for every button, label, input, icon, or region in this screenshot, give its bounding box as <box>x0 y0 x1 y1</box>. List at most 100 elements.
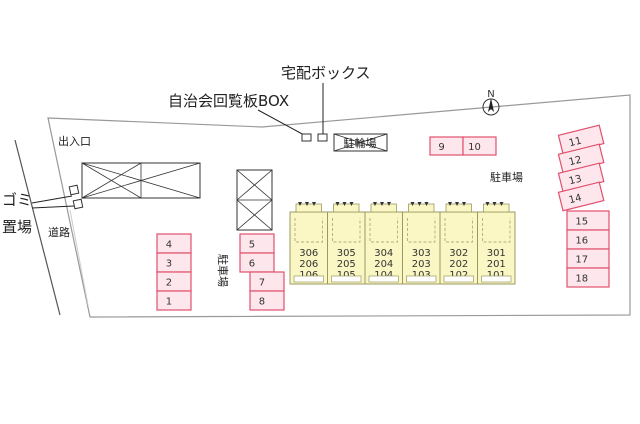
unit-number: 101 <box>487 270 506 281</box>
parking-space: 2 <box>156 271 192 292</box>
garbage-box-1 <box>68 184 80 196</box>
entry-marker-icon <box>462 202 466 206</box>
unit-balcony <box>333 203 360 213</box>
unit-number: 301 <box>487 248 506 259</box>
unit-block <box>327 211 366 285</box>
parking-space-number: 8 <box>259 297 265 308</box>
unit-balcony <box>370 203 397 213</box>
entry-marker-icon <box>298 202 302 206</box>
entry-marker-icon <box>485 202 490 206</box>
entry-marker-icon <box>312 202 316 206</box>
unit-balcony <box>295 203 322 213</box>
parking-space: 18 <box>566 267 610 288</box>
parking-space-number: 16 <box>575 236 588 247</box>
parking-space: 17 <box>566 248 610 269</box>
entry-marker-icon <box>387 202 391 206</box>
garbage-box-2 <box>72 198 84 210</box>
unit-block <box>402 211 441 285</box>
parking-space-number: 14 <box>568 193 583 207</box>
parking-space-number: 1 <box>166 297 172 308</box>
unit-block <box>364 211 403 285</box>
unit-entrance <box>331 275 362 283</box>
road-line <box>14 139 61 316</box>
unit-entrance <box>406 275 437 283</box>
unit-interior <box>482 218 511 243</box>
unit-interior <box>294 218 323 243</box>
parking-space-box <box>239 252 275 273</box>
notice-box-leader <box>257 109 307 137</box>
parking-space-number: 17 <box>575 255 588 266</box>
unit-number: 305 <box>337 248 356 259</box>
unit-entrance <box>443 275 474 283</box>
parking-space-box <box>249 271 285 292</box>
unit-number: 102 <box>449 270 468 281</box>
unit-balcony <box>408 203 435 213</box>
entrance-label: 出入口 <box>58 134 91 148</box>
unit-block <box>439 211 478 285</box>
entry-marker-icon <box>410 202 415 206</box>
entry-marker-icon <box>492 202 497 206</box>
notice-box <box>301 133 312 142</box>
garbage-label-line1: ゴミ <box>2 191 32 209</box>
unit-number: 201 <box>487 259 506 270</box>
bicycle-parking-label: 駐輪場 <box>344 136 377 150</box>
parking-space-box <box>249 290 285 311</box>
parking-space-box <box>156 252 192 273</box>
unit-interior <box>444 218 473 243</box>
parking-space-box <box>239 233 275 254</box>
parking-space: 14 <box>557 181 605 212</box>
unit-entrance <box>293 275 324 283</box>
parking-space: 6 <box>239 252 275 273</box>
unit-number: 303 <box>412 248 431 259</box>
parking-space-number: 10 <box>468 142 481 153</box>
parking-space-number: 2 <box>166 278 172 289</box>
entry-marker-icon <box>417 202 422 206</box>
unit-number: 304 <box>374 248 393 259</box>
parking-space-number: 7 <box>259 278 265 289</box>
parking-space: 8 <box>249 290 285 311</box>
entry-marker-icon <box>373 202 377 206</box>
parking-space: 16 <box>566 229 610 250</box>
road-label: 道路 <box>48 225 70 239</box>
unit-balcony <box>483 203 510 213</box>
north-label: N <box>487 89 494 100</box>
entry-marker-icon <box>448 202 452 206</box>
parking-space-number: 5 <box>249 240 255 251</box>
parking-space: 11 <box>557 124 605 155</box>
parking-space: 7 <box>249 271 285 292</box>
parking-space: 3 <box>156 252 192 273</box>
parking-space-number: 9 <box>438 142 444 153</box>
parking-space-box <box>156 233 192 254</box>
entry-marker-icon <box>342 202 347 206</box>
parking-space-box <box>156 290 192 311</box>
parking-space-number: 11 <box>568 136 583 150</box>
notice-box-label: 自治会回覧板BOX <box>168 92 289 110</box>
unit-number: 104 <box>374 270 393 281</box>
unit-number: 106 <box>299 270 318 281</box>
unit-number: 205 <box>337 259 356 270</box>
garbage-leader-2 <box>31 205 75 209</box>
unit-number: 203 <box>412 259 431 270</box>
garbage-leader <box>31 195 73 204</box>
structure-left <box>81 162 201 199</box>
parking-space-number: 3 <box>166 259 172 270</box>
unit-number: 204 <box>374 259 393 270</box>
parking-space: 1 <box>156 290 192 311</box>
parking-space-box <box>156 271 192 292</box>
unit-number: 103 <box>412 270 431 281</box>
entry-marker-icon <box>349 202 354 206</box>
entry-marker-icon <box>305 202 309 206</box>
bicycle-parking: 駐輪場 <box>333 133 388 152</box>
entry-marker-icon <box>335 202 340 206</box>
unit-number: 206 <box>299 259 318 270</box>
parking-space-number: 4 <box>166 240 172 251</box>
entry-marker-icon <box>424 202 429 206</box>
unit-number: 105 <box>337 270 356 281</box>
